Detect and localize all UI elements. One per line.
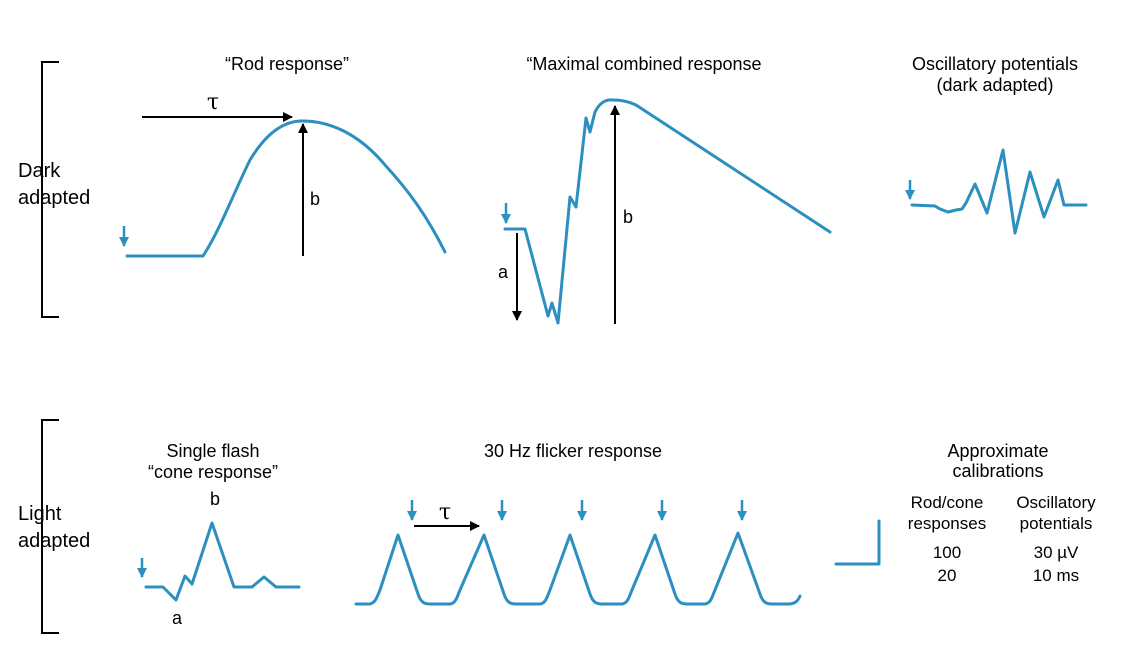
calibrations-title-line2: calibrations xyxy=(952,461,1043,481)
oscillatory-title-line2: (dark adapted) xyxy=(936,75,1053,95)
flicker-stimulus-arrows xyxy=(407,500,747,521)
calibrations-col1-value-1: 100 xyxy=(933,543,961,562)
dark-adapted-bracket xyxy=(41,61,59,318)
rod-response-title: “Rod response” xyxy=(225,54,349,74)
dark-adapted-label-line1: Dark xyxy=(18,160,61,182)
calibrations-col1-header-line1: Rod/cone xyxy=(911,493,984,512)
oscillatory-waveform xyxy=(910,148,1088,235)
calibrations-col2-header-line1: Oscillatory xyxy=(1016,493,1096,512)
flicker-tau-label: τ xyxy=(439,500,451,525)
flicker-response-waveform xyxy=(354,531,802,606)
cone-title-line1: Single flash xyxy=(166,441,259,461)
maximal-b-label: b xyxy=(623,207,633,227)
maximal-response-waveform xyxy=(503,98,832,325)
calibrations-col1-value-2: 20 xyxy=(938,566,957,585)
maximal-response-title: “Maximal combined response xyxy=(526,54,761,74)
calibrations-title-line1: Approximate xyxy=(947,441,1048,461)
cone-b-label: b xyxy=(210,489,220,509)
rod-response-waveform xyxy=(125,119,447,258)
calibrations-col2-value-1: 30 µV xyxy=(1034,543,1079,562)
cone-a-label: a xyxy=(172,608,183,628)
cone-title-line2: “cone response” xyxy=(148,462,278,482)
calibration-scale-bar xyxy=(834,519,881,566)
cone-response-waveform xyxy=(144,521,301,602)
light-adapted-bracket xyxy=(41,419,59,634)
dark-adapted-label-line2: adapted xyxy=(18,187,90,209)
light-adapted-label-line1: Light xyxy=(18,503,62,525)
calibrations-col1-header-line2: responses xyxy=(908,514,986,533)
rod-tau-label: τ xyxy=(207,90,219,115)
oscillatory-title-line1: Oscillatory potentials xyxy=(912,54,1078,74)
flicker-title: 30 Hz flicker response xyxy=(484,441,662,461)
light-adapted-label-line2: adapted xyxy=(18,530,90,552)
calibrations-col2-header-line2: potentials xyxy=(1020,514,1093,533)
rod-b-label: b xyxy=(310,189,320,209)
calibrations-col2-value-2: 10 ms xyxy=(1033,566,1079,585)
maximal-a-label: a xyxy=(498,262,509,282)
